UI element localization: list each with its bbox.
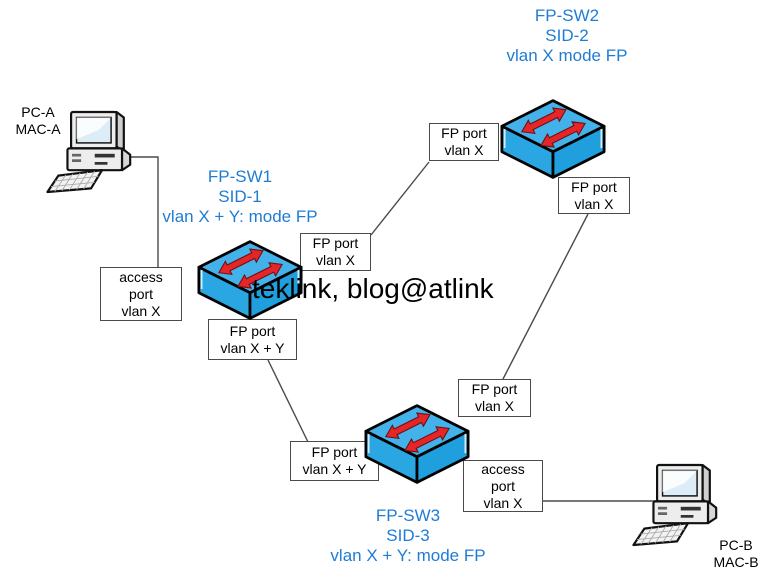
port-line: vlan X	[121, 302, 161, 319]
port-box-sw2-fp-left: FP port vlan X	[429, 123, 499, 161]
port-line: vlan X	[316, 252, 355, 268]
label-fp-sw1: FP-SW1 SID-1 vlan X + Y: mode FP	[140, 167, 340, 227]
link-pca-to-sw1-access	[123, 156, 159, 268]
switch-mode: vlan X + Y: mode FP	[162, 207, 318, 226]
port-box-sw3-fp-vlanx: FP port vlan X	[458, 379, 531, 417]
port-line: port	[490, 477, 516, 494]
link-sw2-to-sw3	[502, 213, 589, 380]
port-line: access	[481, 460, 525, 477]
host-name: PC-A	[21, 104, 55, 120]
port-box-pca-access: access port vlan X	[100, 267, 182, 321]
port-line: FP port	[571, 178, 617, 195]
port-box-sw1-fp-vlanxy: FP port vlan X + Y	[208, 319, 297, 360]
port-box-sw3-access: access port vlan X	[463, 460, 543, 512]
switch-sid: SID-1	[218, 187, 262, 206]
switch-sid: SID-2	[545, 26, 589, 45]
link-sw1-to-sw2	[370, 161, 430, 236]
port-line: vlan X	[475, 398, 514, 414]
host-mac: MAC-A	[15, 121, 61, 137]
switch-mode: vlan X mode FP	[506, 46, 628, 65]
label-pcb: PC-B MAC-B	[705, 537, 767, 571]
host-mac: MAC-B	[713, 554, 759, 570]
switch-icon-fp-sw3	[364, 404, 470, 484]
port-box-sw2-fp-right: FP port vlan X	[558, 177, 630, 214]
port-line: FP port	[229, 322, 276, 339]
switch-name: FP-SW3	[375, 506, 441, 525]
port-line: port	[128, 285, 154, 302]
port-line: vlan X	[483, 494, 523, 511]
watermark-text: teklink, blog@atlink	[252, 273, 494, 304]
label-fp-sw3: FP-SW3 SID-3 vlan X + Y: mode FP	[308, 506, 508, 566]
port-line: FP port	[441, 125, 487, 141]
link-sw1-to-sw3	[267, 359, 309, 443]
label-pca: PC-A MAC-A	[8, 104, 68, 138]
port-line: vlan X	[444, 142, 484, 158]
host-name: PC-B	[719, 537, 753, 553]
port-box-sw1-fp-vlanx: FP port vlan X	[300, 233, 371, 271]
port-line: FP port	[312, 235, 359, 251]
port-line: vlan X	[574, 195, 614, 212]
port-line: vlan X + Y	[302, 461, 367, 477]
switch-mode: vlan X + Y: mode FP	[330, 546, 486, 565]
switch-name: FP-SW1	[207, 167, 273, 186]
port-line: access	[119, 268, 163, 285]
label-fp-sw2: FP-SW2 SID-2 vlan X mode FP	[467, 6, 667, 66]
switch-name: FP-SW2	[534, 6, 600, 25]
port-line: vlan X + Y	[220, 339, 285, 356]
switch-icon-fp-sw2	[500, 99, 606, 179]
port-line: FP port	[311, 444, 358, 460]
switch-sid: SID-3	[386, 526, 430, 545]
port-box-sw3-fp-vlanxy: FP port vlan X + Y	[290, 441, 379, 481]
port-line: FP port	[471, 381, 518, 397]
